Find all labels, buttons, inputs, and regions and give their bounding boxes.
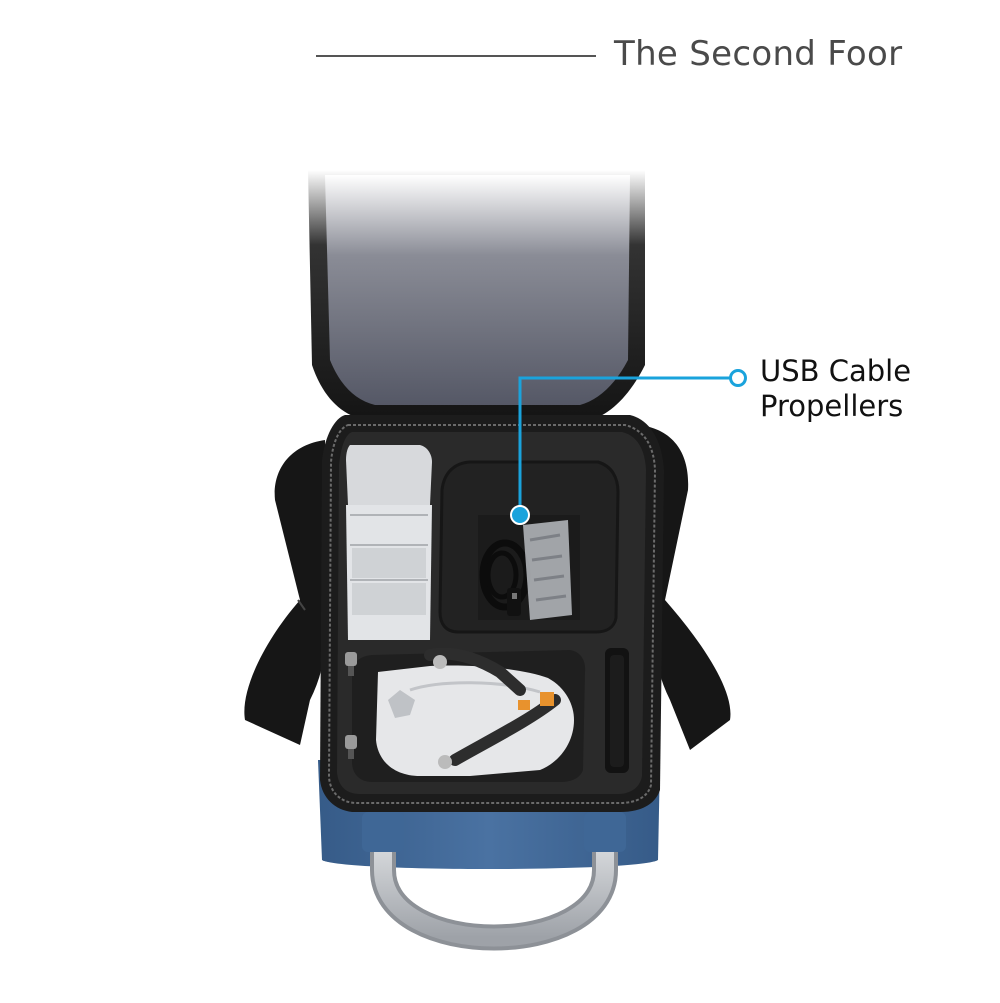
battery-hub [346, 445, 432, 640]
callout-ring-icon [729, 369, 747, 387]
drone-cavity [345, 647, 586, 782]
callout-dot-icon [510, 505, 530, 525]
zipper-line [327, 424, 657, 804]
accessory-cavity [438, 460, 620, 634]
bag-handle [362, 807, 626, 951]
callout-label: USB Cable Propellers [760, 354, 911, 424]
side-slot [605, 648, 629, 773]
bag-lid [308, 170, 645, 420]
callout-line-usb-cable: USB Cable [760, 354, 912, 388]
control-sticks [345, 652, 357, 759]
propeller-bag [523, 520, 572, 620]
callout-line-propellers: Propellers [760, 389, 904, 423]
page-title: The Second Foor [614, 34, 903, 74]
callout-leader [510, 369, 747, 525]
shoulder-strap-left [244, 440, 325, 745]
drone [376, 647, 574, 776]
header-rule [316, 55, 596, 57]
